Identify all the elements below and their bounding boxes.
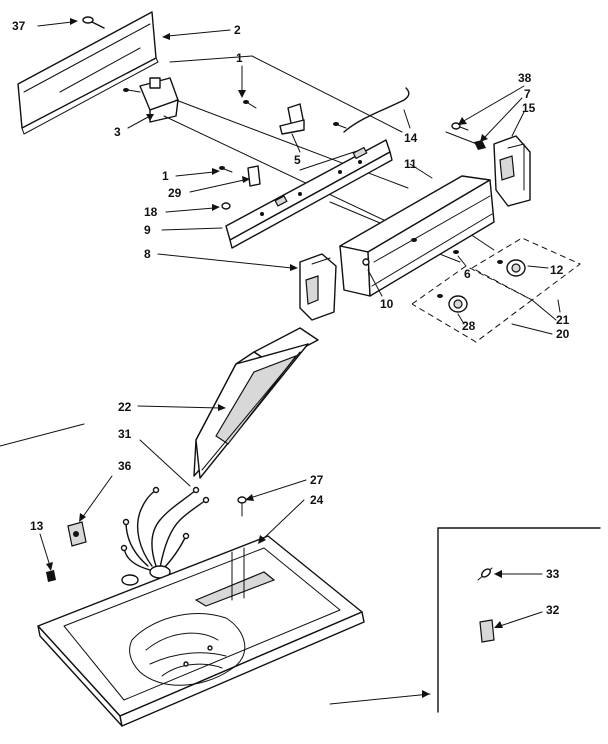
part-9-bracket: [225, 139, 393, 249]
leader-21: [531, 299, 557, 321]
part-3-timer: [123, 77, 179, 123]
part-36-connector: [67, 521, 87, 547]
callout-2: 2: [234, 23, 241, 37]
callout-21: 21: [556, 313, 570, 327]
callout-29: 29: [168, 186, 182, 200]
callout-15: 15: [522, 101, 536, 115]
part-15-end-cap: [451, 122, 531, 207]
part-8-end-cap: [299, 253, 337, 321]
leader-arrow-bottom: [422, 690, 430, 698]
callout-10: 10: [380, 297, 394, 311]
part-14-wire: [343, 87, 410, 133]
part-31-wire-harness: [120, 486, 210, 586]
callout-22: 22: [118, 400, 132, 414]
leader-20: [511, 323, 553, 335]
part-28-knob: [437, 294, 468, 313]
callout-33: 33: [546, 567, 560, 581]
callout-37: 37: [12, 19, 26, 33]
callout-32: 32: [546, 603, 560, 617]
callout-1: 1: [162, 169, 169, 183]
part-24-top: [37, 535, 365, 727]
callout-labels: 37 2 3 1 38 7 15 14 5 11 1 29 18 9 8 6 1…: [12, 19, 570, 617]
part-1-29-18-hardware: [219, 165, 261, 210]
callout-1-top: 1: [236, 51, 243, 65]
callout-6: 6: [464, 267, 471, 281]
callout-11: 11: [404, 157, 417, 171]
callout-9: 9: [144, 223, 151, 237]
part-2-panel: [17, 11, 159, 135]
part-11-console: [339, 175, 495, 297]
part-22-control-panel: [193, 327, 319, 479]
callout-27: 27: [310, 473, 324, 487]
inset-box: [437, 527, 601, 713]
callout-18: 18: [144, 205, 158, 219]
callout-14: 14: [404, 131, 418, 145]
callout-38: 38: [518, 71, 532, 85]
callout-28: 28: [462, 319, 476, 333]
callout-36: 36: [118, 459, 132, 473]
part-27-screw: [237, 496, 247, 517]
leader-line-bottom: [329, 693, 431, 705]
part-5-switch: [243, 100, 347, 135]
part-37-screw: [82, 16, 105, 29]
part-13-clip: [46, 570, 56, 582]
callout-5: 5: [294, 153, 301, 167]
callout-13: 13: [30, 519, 44, 533]
callout-24: 24: [310, 493, 324, 507]
leader-line-left: [0, 423, 85, 447]
callout-7: 7: [524, 87, 531, 101]
callout-12: 12: [550, 263, 564, 277]
callout-3: 3: [114, 125, 121, 139]
part-12-knob: [497, 259, 526, 277]
callout-31: 31: [118, 427, 132, 441]
callout-8: 8: [144, 247, 151, 261]
callout-leaders: [37, 18, 561, 628]
callout-20: 20: [556, 327, 570, 341]
